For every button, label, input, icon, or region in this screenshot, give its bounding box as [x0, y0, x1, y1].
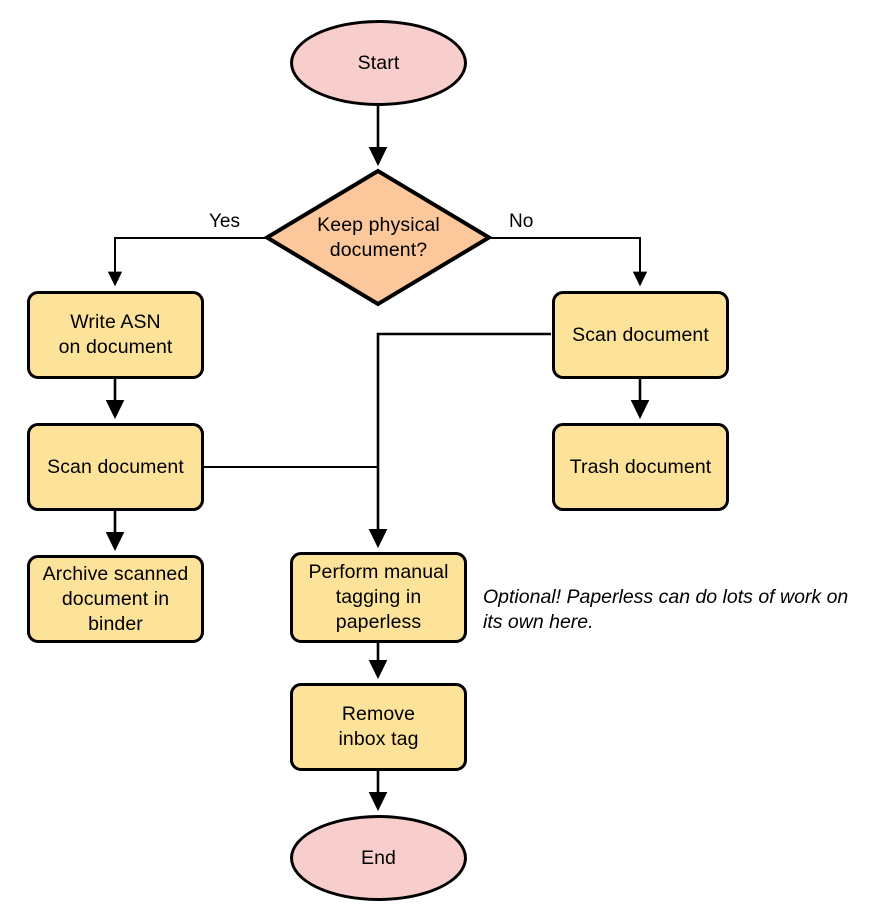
node-scan-document-right[interactable]: Scan document	[552, 291, 729, 379]
node-end[interactable]: End	[290, 815, 467, 901]
edge-scan-right-to-manual-tagging	[368, 332, 551, 549]
edge-label-yes: Yes	[209, 211, 240, 232]
node-perform-manual-tagging[interactable]: Perform manual tagging in paperless	[290, 552, 467, 643]
node-write-asn-label: Write ASN on document	[58, 311, 173, 358]
node-remove-inbox-tag[interactable]: Remove inbox tag	[290, 683, 467, 771]
edge-decision-no-to-scan-right	[491, 237, 648, 287]
node-scan-document-right-label: Scan document	[572, 323, 709, 346]
node-write-asn[interactable]: Write ASN on document	[27, 291, 204, 379]
node-decision[interactable]: Keep physical document?	[267, 170, 490, 305]
edge-label-no: No	[509, 211, 534, 232]
annotation-optional-note: Optional! Paperless can do lots of work …	[483, 586, 849, 633]
node-scan-document-left-label: Scan document	[47, 455, 184, 478]
node-end-label: End	[361, 846, 396, 869]
node-trash-document[interactable]: Trash document	[552, 423, 729, 511]
edge-decision-yes-to-write-asn	[107, 237, 266, 287]
node-scan-document-left[interactable]: Scan document	[27, 423, 204, 511]
node-remove-inbox-tag-label: Remove inbox tag	[338, 703, 419, 750]
node-start[interactable]: Start	[290, 20, 467, 106]
node-decision-label: Keep physical document?	[317, 213, 440, 261]
node-start-label: Start	[357, 51, 400, 74]
node-trash-document-label: Trash document	[569, 455, 712, 478]
node-archive-scanned-document[interactable]: Archive scanned document in binder	[27, 555, 204, 643]
node-perform-manual-tagging-label: Perform manual tagging in paperless	[308, 561, 449, 633]
decision-diamond-shape[interactable]	[263, 168, 493, 307]
node-archive-scanned-document-label: Archive scanned document in binder	[42, 562, 189, 635]
